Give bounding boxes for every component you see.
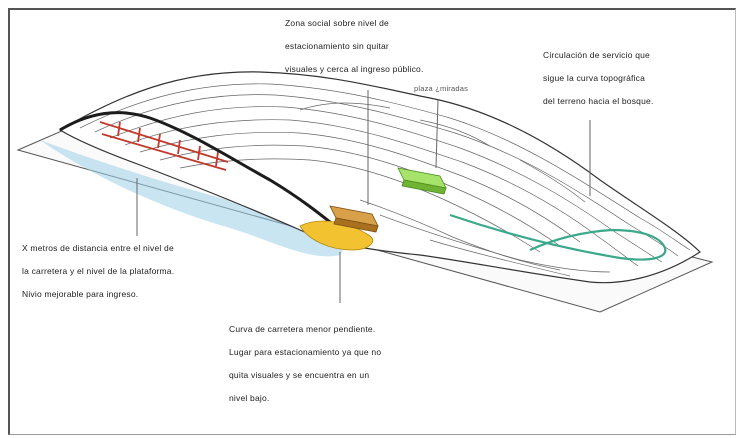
note-service-circulation: Circulación de servicio que sigue la cur…: [543, 44, 718, 113]
note-social-zone: Zona social sobre nivel de estacionamien…: [285, 12, 485, 81]
note-road-curve: Curva de carretera menor pendiente. Luga…: [229, 318, 449, 410]
note-plaza: plaza ¿miradas: [414, 83, 468, 95]
note-level-distance: X metros de distancia entre el nivel de …: [22, 237, 272, 306]
